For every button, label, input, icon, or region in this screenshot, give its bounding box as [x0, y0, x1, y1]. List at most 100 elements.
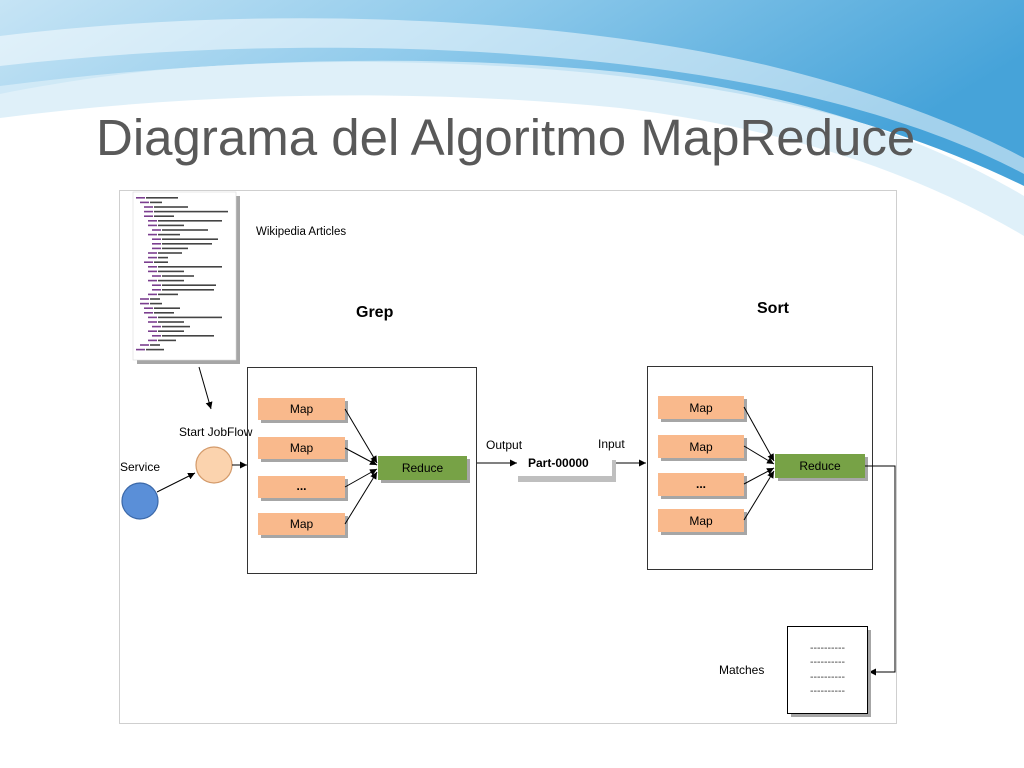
- grep-map-task: ...: [258, 476, 348, 501]
- service-label: Service: [120, 460, 160, 474]
- matches-document: ---------- ---------- ---------- -------…: [787, 626, 871, 717]
- xml-text-line: [162, 229, 208, 231]
- sort-reduce-task: Reduce: [775, 454, 868, 481]
- map-box: [258, 476, 345, 498]
- grep-stage-box: [247, 367, 477, 574]
- output-label: Output: [486, 438, 523, 452]
- xml-text-line: [154, 307, 180, 309]
- xml-text-line: [144, 312, 153, 314]
- xml-text-line: [148, 270, 157, 273]
- page-title: Diagrama del Algoritmo MapReduce: [96, 109, 916, 166]
- xml-text-line: [158, 220, 222, 222]
- xml-text-line: [148, 279, 157, 282]
- xml-text-line: [144, 261, 153, 263]
- map-label: Map: [689, 514, 713, 528]
- map-box: [258, 437, 345, 459]
- xml-text-line: [148, 224, 157, 227]
- xml-text-line: [154, 210, 228, 213]
- xml-text-line: [136, 197, 145, 199]
- input-label: Input: [598, 437, 625, 451]
- xml-text-line: [146, 197, 178, 199]
- xml-text-line: [158, 293, 178, 296]
- xml-text-line: [158, 266, 222, 268]
- sort-map-task: ...: [658, 473, 747, 499]
- xml-text-line: [152, 243, 161, 245]
- intermediate-file: Part-00000: [518, 456, 616, 482]
- map-to-reduce-arrow: [344, 471, 378, 525]
- xml-text-line: [162, 247, 188, 250]
- xml-text-line: [136, 348, 145, 351]
- matches-line: ----------: [810, 685, 845, 697]
- xml-text-line: [158, 339, 176, 342]
- xml-text-line: [140, 302, 149, 305]
- xml-text-line: [158, 316, 222, 319]
- xml-text-line: [152, 229, 161, 231]
- xml-text-line: [144, 206, 153, 208]
- mapreduce-diagram: Wikipedia Articles Grep Sort Start JobFl…: [119, 190, 897, 724]
- reduce-label: Reduce: [799, 459, 841, 473]
- xml-text-line: [150, 302, 162, 305]
- sort-stage-title: Sort: [757, 300, 790, 317]
- matches-line: ----------: [810, 671, 845, 683]
- matches-page: [787, 626, 868, 714]
- xml-text-line: [140, 201, 149, 204]
- sort-map-task: Map: [658, 509, 747, 535]
- map-box: [658, 509, 744, 532]
- wikipedia-xml-document: [132, 191, 240, 364]
- xml-text-line: [152, 247, 161, 250]
- sort-map-to-reduce-arrows: [743, 406, 775, 521]
- xml-text-line: [152, 335, 161, 337]
- xml-text-line: [148, 256, 157, 259]
- grep-stage-title: Grep: [356, 304, 394, 321]
- map-box: [658, 473, 744, 496]
- service-to-jobflow-arrow: [156, 472, 196, 493]
- xml-text-line: [148, 339, 157, 342]
- matches-line: ----------: [810, 656, 845, 668]
- xml-text-line: [162, 289, 214, 291]
- map-label: Map: [290, 517, 314, 531]
- start-jobflow-node: [195, 446, 233, 484]
- matches-line: ----------: [810, 642, 845, 654]
- map-label: Map: [689, 440, 713, 454]
- xml-text-line: [158, 224, 184, 227]
- intermediate-file-label: Part-00000: [528, 456, 589, 470]
- header-wave-highlight: [0, 18, 1024, 175]
- articles-to-jobflow-arrow: [198, 366, 213, 410]
- wikipedia-articles-label: Wikipedia Articles: [256, 226, 346, 238]
- map-label: Map: [689, 401, 713, 415]
- xml-text-line: [144, 210, 153, 213]
- grep-map-task: Map: [258, 437, 348, 462]
- reduce-label: Reduce: [402, 461, 444, 475]
- xml-text-line: [148, 321, 157, 323]
- header-wave: [0, 0, 1024, 236]
- xml-text-line: [148, 330, 157, 332]
- xml-text-line: [152, 284, 161, 286]
- xml-text-line: [140, 298, 149, 300]
- map-to-reduce-arrow: [743, 445, 775, 465]
- reduce-box: [378, 456, 467, 480]
- xml-text-line: [152, 238, 161, 240]
- xml-text-line: [154, 261, 168, 263]
- map-to-reduce-arrow: [743, 406, 775, 462]
- xml-text-line: [162, 335, 214, 337]
- intermediate-file-shadow: [518, 460, 616, 482]
- xml-text-line: [154, 206, 188, 208]
- xml-text-line: [154, 312, 174, 314]
- map-box: [658, 396, 744, 419]
- map-to-reduce-arrow: [344, 447, 378, 466]
- xml-text-line: [150, 344, 160, 346]
- xml-text-line: [148, 220, 157, 222]
- xml-text-line: [162, 238, 218, 240]
- xml-text-line: [148, 293, 157, 296]
- xml-text-line: [148, 316, 157, 319]
- diagram-frame: [119, 190, 897, 724]
- map-label: ...: [696, 477, 706, 491]
- map-box: [258, 513, 345, 535]
- xml-text-line: [140, 344, 149, 346]
- xml-text-line: [152, 325, 161, 328]
- map-to-reduce-arrow: [743, 467, 775, 485]
- xml-text-line: [146, 348, 164, 351]
- service-node: [121, 482, 159, 520]
- xml-text-lines: [136, 197, 228, 351]
